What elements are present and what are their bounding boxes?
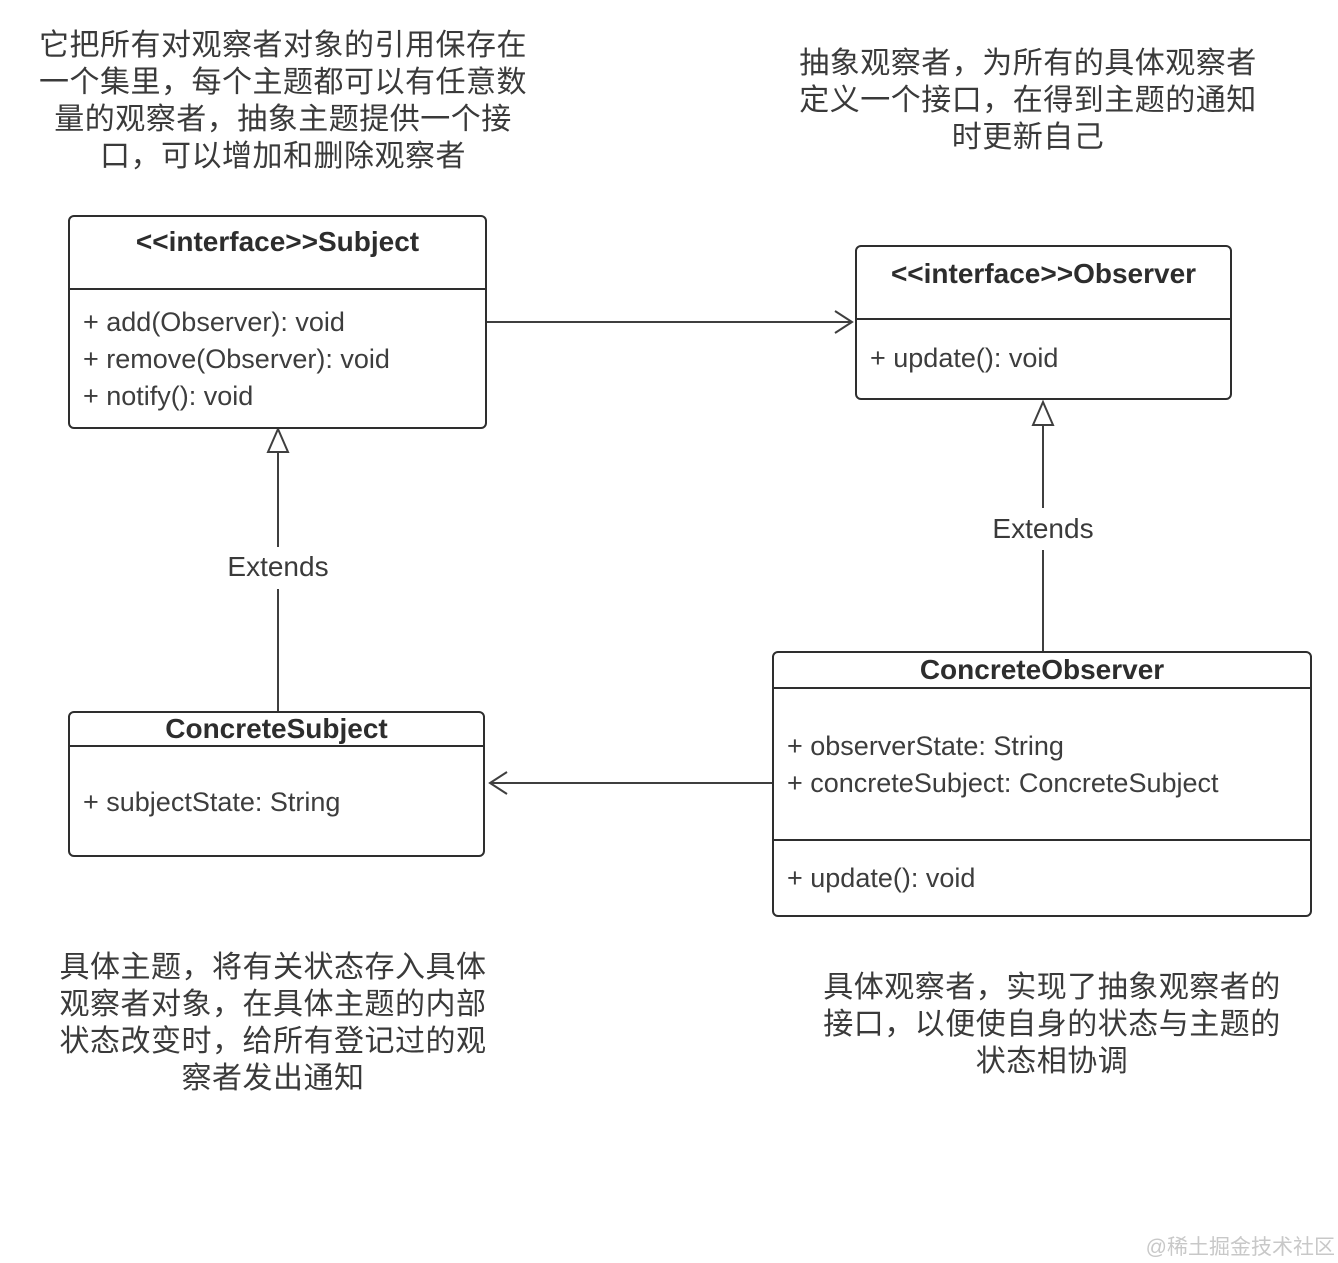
note-line-text: 它把所有对观察者对象的引用保存在 (39, 29, 527, 62)
class-box-concrete-subject: ConcreteSubject + subjectState: String (68, 711, 485, 857)
member-text: + add(Observer): void (83, 307, 345, 337)
class-title-concrete-subject: ConcreteSubject (70, 713, 483, 747)
note-line-text: 观察者对象，在具体主题的内部 (59, 988, 487, 1021)
association-arrowhead-right-icon (834, 310, 854, 334)
extends-label-left: Extends (218, 551, 338, 583)
note-line-text: 察者发出通知 (181, 1062, 365, 1095)
note-concrete-observer-description: 具体观察者，实现了抽象观察者的接口，以便使自身的状态与主题的状态相协调 (802, 969, 1302, 1080)
member-text: + notify(): void (83, 381, 254, 411)
inheritance-triangle-right-icon (1031, 399, 1055, 426)
class-methods-concrete-observer: + update(): void (774, 841, 1310, 897)
note-line-text: 口，可以增加和删除观察者 (100, 140, 466, 173)
class-box-observer: <<interface>>Observer + update(): void (855, 245, 1232, 400)
class-attributes-concrete-observer: + observerState: String + concreteSubject… (774, 689, 1310, 841)
note-line-text: 抽象观察者，为所有的具体观察者 (799, 47, 1257, 80)
class-title-subject: <<interface>>Subject (70, 217, 485, 290)
note-line-text: 具体主题，将有关状态存入具体 (59, 951, 487, 984)
watermark-text: @稀土掘金技术社区 (1145, 1236, 1335, 1259)
member-text: + remove(Observer): void (83, 344, 390, 374)
note-line-text: 定义一个接口，在得到主题的通知 (799, 84, 1257, 117)
note-concrete-subject-description: 具体主题，将有关状态存入具体观察者对象，在具体主题的内部状态改变时，给所有登记过… (13, 949, 533, 1097)
class-attributes-concrete-subject: + subjectState: String (70, 747, 483, 821)
member-text: + update(): void (870, 343, 1059, 373)
member-text: + concreteSubject: ConcreteSubject (787, 768, 1219, 798)
note-line-text: 一个集里，每个主题都可以有任意数 (39, 66, 527, 99)
note-line-text: 接口，以便使自身的状态与主题的 (823, 1008, 1281, 1041)
class-title-concrete-observer: ConcreteObserver (774, 653, 1310, 689)
note-subject-description: 它把所有对观察者对象的引用保存在一个集里，每个主题都可以有任意数量的观察者，抽象… (23, 27, 543, 175)
class-box-subject: <<interface>>Subject + add(Observer): vo… (68, 215, 487, 429)
inheritance-triangle-left-icon (266, 426, 290, 453)
member-text: + update(): void (787, 863, 976, 893)
note-line-text: 量的观察者，抽象主题提供一个接 (54, 103, 512, 136)
association-arrowhead-left-icon (488, 771, 508, 795)
note-line-text: 时更新自己 (951, 121, 1105, 154)
note-line-text: 状态相协调 (975, 1045, 1129, 1078)
class-methods-subject: + add(Observer): void + remove(Observer):… (70, 290, 485, 415)
class-methods-observer: + update(): void (857, 320, 1230, 377)
extends-label-right: Extends (983, 513, 1103, 545)
note-line-text: 具体观察者，实现了抽象观察者的 (823, 971, 1281, 1004)
class-box-concrete-observer: ConcreteObserver + observerState: String… (772, 651, 1312, 917)
note-line-text: 状态改变时，给所有登记过的观 (59, 1025, 487, 1058)
member-text: + observerState: String (787, 731, 1064, 761)
member-text: + subjectState: String (83, 787, 341, 817)
note-observer-description: 抽象观察者，为所有的具体观察者定义一个接口，在得到主题的通知时更新自己 (778, 45, 1278, 156)
class-title-observer: <<interface>>Observer (857, 247, 1230, 320)
